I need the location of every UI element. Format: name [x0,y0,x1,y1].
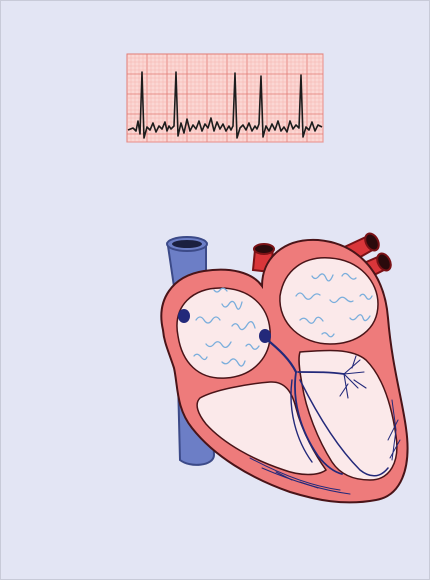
sinoatrial-node [178,309,190,323]
left-atrium [280,258,378,344]
atrioventricular-node [259,329,271,343]
artery-left-opening [254,244,274,254]
ecg-strip [127,54,323,142]
vena-cava-lumen [172,240,202,248]
right-atrium [177,288,270,378]
